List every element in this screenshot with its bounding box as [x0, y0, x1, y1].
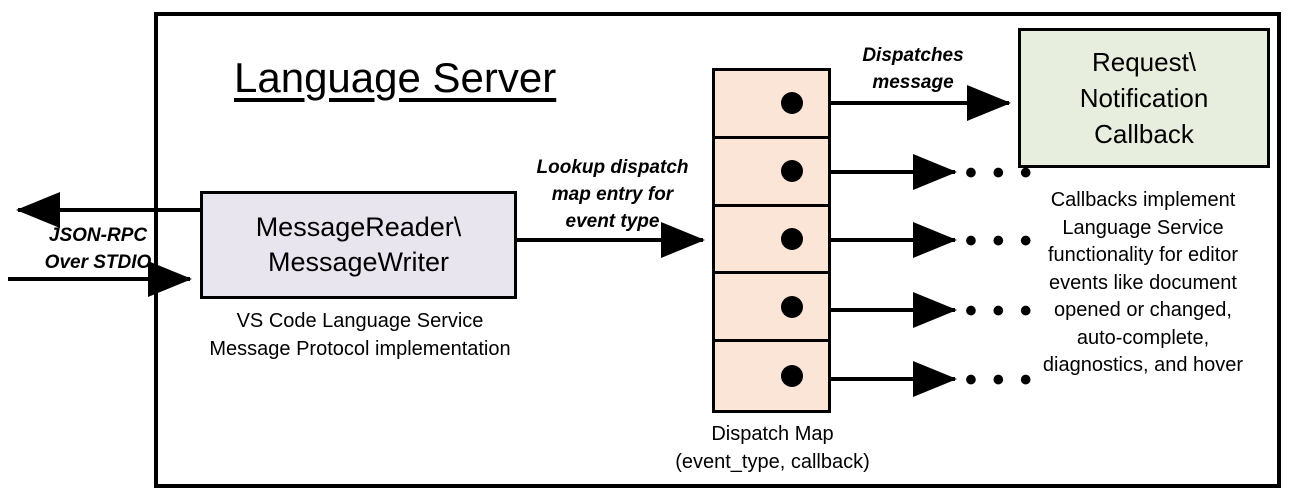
callback-box-line1: Request\: [1091, 47, 1197, 77]
callback-caption-line3: functionality for editor: [1047, 244, 1239, 266]
dispatch-map-caption-line1: Dispatch Map: [711, 423, 834, 445]
message-box-caption-line1: VS Code Language Service: [236, 310, 484, 332]
request-notification-callback-box[interactable]: Request\ Notification Callback: [1018, 28, 1270, 168]
callback-caption-line2: Language Service: [1062, 216, 1224, 239]
callback-caption-line1: Callbacks implement: [1050, 189, 1236, 211]
callback-dot-icon: [781, 365, 803, 388]
dispatch-map-caption: Dispatch Map (event_type, callback): [645, 420, 900, 476]
dispatch-map-row[interactable]: [715, 274, 828, 343]
dispatch-label-line2: message: [872, 72, 954, 93]
page-title: Language Server: [234, 54, 557, 101]
dispatch-map-row[interactable]: [715, 71, 828, 139]
message-reader-writer-text: MessageReader\ MessageWriter: [256, 210, 462, 280]
message-box-caption: VS Code Language Service Message Protoco…: [185, 307, 535, 363]
callback-box-line2: Notification: [1079, 83, 1209, 113]
callback-box-caption: Callbacks implement Language Service fun…: [1010, 187, 1276, 380]
callback-box-text: Request\ Notification Callback: [1080, 44, 1209, 152]
json-rpc-label-line1: JSON-RPC: [48, 225, 148, 246]
callback-caption-line5: opened or changed,: [1054, 299, 1232, 321]
dispatch-map-table[interactable]: [712, 68, 831, 413]
callback-caption-line6: auto-complete,: [1076, 326, 1210, 349]
lookup-label-line2: map entry for: [551, 184, 674, 205]
dispatch-map-row[interactable]: [715, 342, 828, 410]
dispatch-map-caption-line2: (event_type, callback): [675, 451, 870, 473]
lookup-label-line3: event type: [565, 211, 660, 232]
callback-dot-icon: [781, 92, 803, 115]
message-box-caption-line2: Message Protocol implementation: [209, 338, 511, 360]
callback-box-line3: Callback: [1094, 119, 1194, 149]
json-rpc-label: JSON-RPC Over STDIO: [18, 222, 178, 276]
callback-dot-icon: [781, 295, 803, 318]
message-box-line2: MessageWriter: [267, 247, 450, 277]
dispatch-map-row[interactable]: [715, 139, 828, 207]
callback-dot-icon: [781, 160, 803, 183]
message-reader-writer-box[interactable]: MessageReader\ MessageWriter: [200, 191, 517, 299]
dispatch-edge-label: Dispatches message: [838, 42, 988, 96]
lookup-label-line1: Lookup dispatch: [536, 157, 689, 178]
lookup-edge-label: Lookup dispatch map entry for event type: [520, 154, 705, 235]
callback-dot-icon: [781, 227, 803, 250]
dispatch-map-row[interactable]: [715, 207, 828, 275]
message-box-line1: MessageReader\: [255, 212, 462, 242]
dispatch-label-line1: Dispatches: [862, 45, 964, 66]
callback-caption-line7: diagnostics, and hover: [1042, 354, 1244, 376]
callback-caption-line4: events like document: [1049, 271, 1237, 294]
json-rpc-label-line2: Over STDIO: [44, 252, 152, 273]
language-server-frame: [154, 12, 1281, 488]
